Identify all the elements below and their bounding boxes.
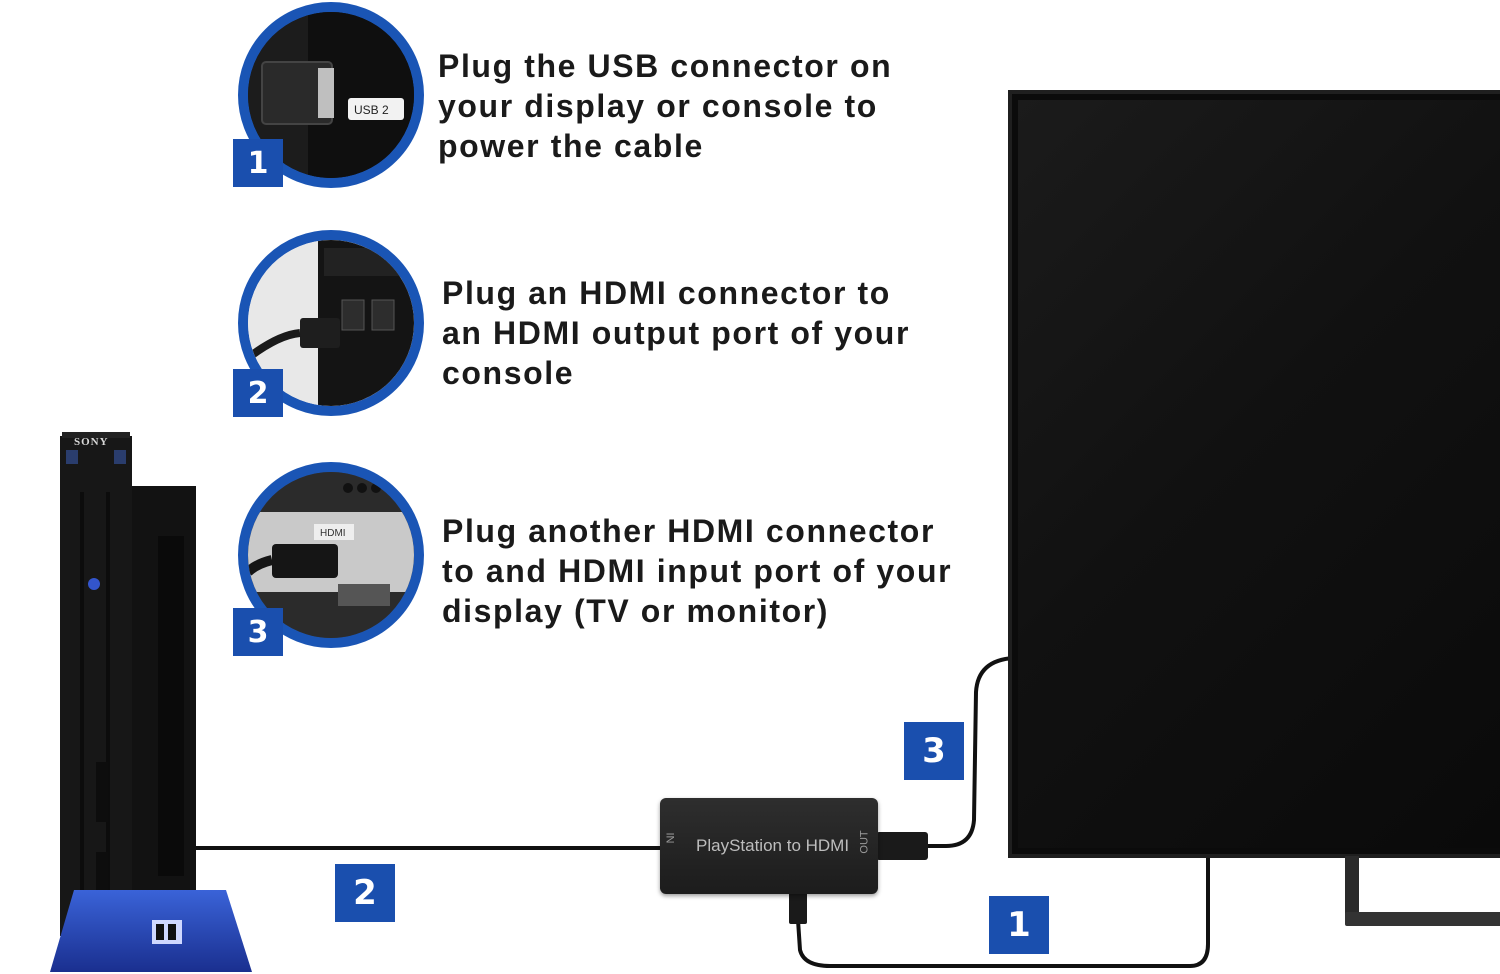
console-stand xyxy=(50,890,252,972)
hdmi-input-illustration: HDMI xyxy=(248,472,414,638)
usb-cable xyxy=(796,856,1210,968)
hdmi-port-label: HDMI xyxy=(320,528,346,539)
hdmi-cable-display xyxy=(926,656,1015,848)
step-3-photo: HDMI xyxy=(238,462,424,648)
adapter-hdmi-out-plug xyxy=(876,832,928,860)
adapter-in-label: IN xyxy=(663,832,676,844)
cable-tag-1: 1 xyxy=(989,896,1049,954)
step-1-text: Plug the USB connector on your display o… xyxy=(438,48,893,164)
tv-stand-base xyxy=(1345,912,1500,926)
adapter-out-label: OUT xyxy=(858,830,871,854)
tv-display xyxy=(1008,90,1500,858)
step-2-text: Plug an HDMI connector to an HDMI output… xyxy=(442,275,911,391)
adapter-usb-plug xyxy=(789,892,807,924)
cable-tag-2: 2 xyxy=(335,864,395,922)
step-1-badge: 1 xyxy=(233,139,283,187)
tv-screen-panel xyxy=(1018,100,1500,848)
tv-stand-neck xyxy=(1345,856,1359,918)
console-illustration xyxy=(50,432,252,972)
playstation-to-hdmi-adapter: IN PlayStation to HDMI OUT xyxy=(660,798,878,894)
console-brand-logo: SONY xyxy=(74,436,109,448)
adapter-label: PlayStation to HDMI xyxy=(696,836,850,855)
step-2-badge: 2 xyxy=(233,369,283,417)
usb-port-label: USB 2 xyxy=(354,103,389,117)
cable-tag-3: 3 xyxy=(904,722,964,780)
step-3-badge: 3 xyxy=(233,608,283,656)
step-3-text: Plug another HDMI connector to and HDMI … xyxy=(442,513,953,629)
